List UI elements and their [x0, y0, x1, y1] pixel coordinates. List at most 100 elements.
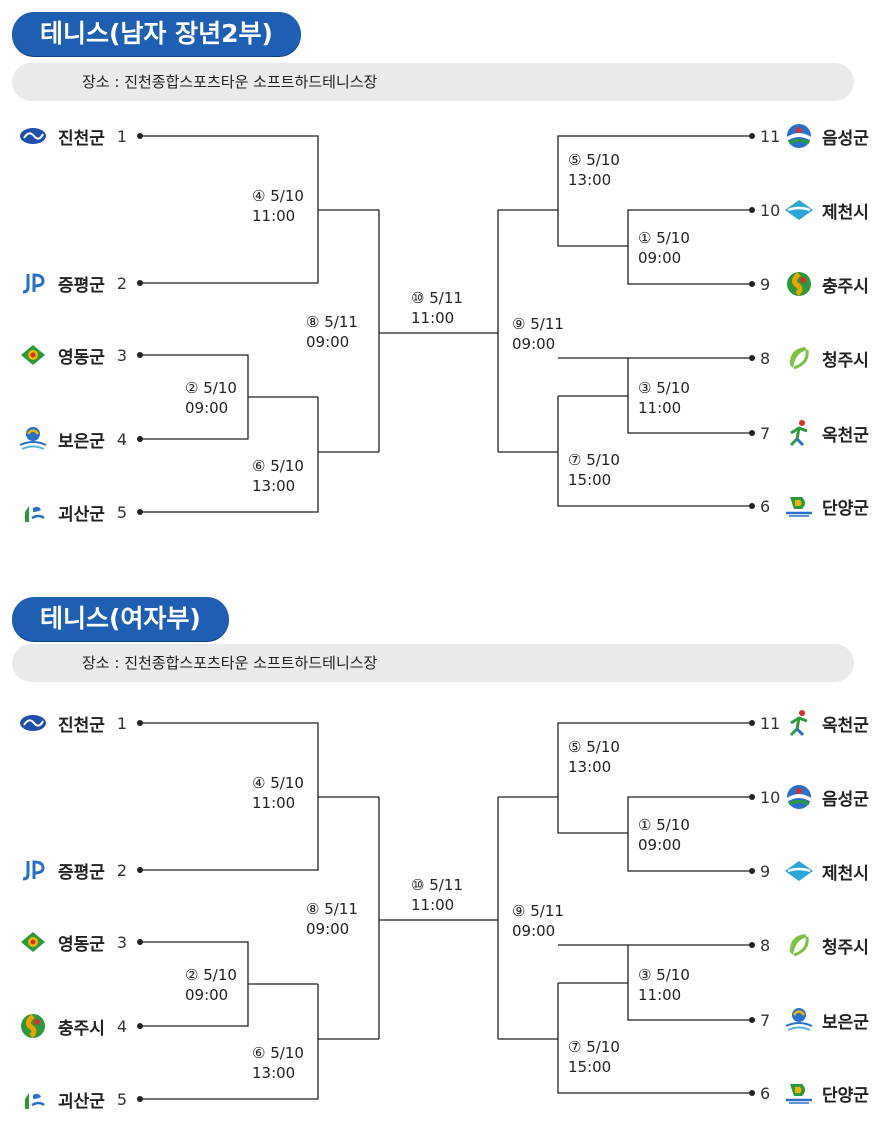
team-number: 1 [116, 713, 128, 733]
cheongju-emblem-icon [784, 932, 814, 958]
match-date: ⑤ 5/10 [568, 738, 620, 756]
team-entry: 10 음성군 [760, 782, 869, 812]
team-number: 3 [116, 932, 128, 952]
team-entry: 9 충주시 [760, 269, 869, 299]
team-entry: 괴산군 5 [18, 497, 127, 527]
chungju-emblem-icon [784, 271, 814, 297]
match-time: 13:00 [568, 758, 612, 776]
team-number: 11 [760, 126, 781, 146]
bracket-lines [137, 133, 755, 515]
team-name: 제천시 [822, 202, 869, 223]
jeungpyeong-emblem-icon [18, 272, 48, 294]
match-date: ① 5/10 [638, 816, 690, 834]
venue-text: 장소 : 진천종합스포츠타운 소프트하드테니스장 [82, 654, 378, 672]
team-number: 7 [760, 1010, 771, 1030]
match-date: ⑥ 5/10 [252, 457, 304, 475]
team-name: 청주시 [822, 937, 869, 958]
match-date: ⑨ 5/11 [512, 315, 564, 333]
bracket-lines [137, 720, 755, 1102]
jincheon-emblem-icon [18, 126, 48, 146]
team-name: 청주시 [822, 350, 869, 371]
team-name: 충주시 [822, 276, 869, 297]
team-number: 2 [116, 860, 128, 880]
venue-text: 장소 : 진천종합스포츠타운 소프트하드테니스장 [82, 73, 378, 91]
team-name: 괴산군 [58, 504, 105, 525]
danyang-emblem-icon [784, 494, 814, 518]
team-entry: 10 제천시 [760, 195, 869, 225]
eumseong-emblem-icon [784, 123, 814, 149]
match-time: 09:00 [185, 986, 229, 1004]
match-date: ⑦ 5/10 [568, 1038, 620, 1056]
team-entry: 8 청주시 [760, 930, 869, 960]
team-name: 음성군 [822, 789, 869, 810]
team-entry: 6 단양군 [760, 491, 869, 521]
team-name: 음성군 [822, 128, 869, 149]
match-time: 15:00 [568, 471, 612, 489]
team-entry: 영동군 3 [18, 340, 127, 370]
team-entry: 보은군 4 [18, 424, 127, 454]
danyang-emblem-icon [784, 1081, 814, 1105]
match-date: ⑨ 5/11 [512, 902, 564, 920]
match-date: ① 5/10 [638, 229, 690, 247]
team-name: 영동군 [58, 347, 105, 368]
jecheon-emblem-icon [784, 860, 814, 882]
jecheon-emblem-icon [784, 199, 814, 221]
match-date: ⑧ 5/11 [306, 900, 358, 918]
team-number: 8 [760, 348, 771, 368]
boeun-emblem-icon [784, 1006, 814, 1034]
team-number: 3 [116, 345, 128, 365]
team-name: 보은군 [58, 431, 105, 452]
team-name: 옥천군 [822, 715, 869, 736]
team-number: 6 [760, 496, 771, 516]
team-number: 8 [760, 935, 771, 955]
team-entry: 6 단양군 [760, 1078, 869, 1108]
match-label: ④ 5/10 11:00 [252, 773, 304, 813]
team-name: 옥천군 [822, 425, 869, 446]
team-name: 진천군 [58, 128, 105, 149]
jincheon-emblem-icon [18, 713, 48, 733]
team-entry: 8 청주시 [760, 343, 869, 373]
match-label: ⑧ 5/11 09:00 [306, 899, 358, 939]
team-number: 2 [116, 273, 128, 293]
team-entry: 증평군 2 [18, 855, 127, 885]
team-number: 10 [760, 200, 781, 220]
match-time: 09:00 [512, 922, 556, 940]
match-time: 11:00 [638, 399, 682, 417]
team-name: 증평군 [58, 862, 105, 883]
match-time: 09:00 [306, 920, 350, 938]
eumseong-emblem-icon [784, 784, 814, 810]
bracket-section-men: 테니스(남자 장년2부) 장소 : 진천종합스포츠타운 소프트하드테니스장 [0, 0, 892, 560]
match-label: ⑨ 5/11 09:00 [512, 901, 564, 941]
team-name: 진천군 [58, 715, 105, 736]
team-entry: 9 제천시 [760, 856, 869, 886]
match-date: ② 5/10 [185, 966, 237, 984]
match-time: 09:00 [185, 399, 229, 417]
match-date: ② 5/10 [185, 379, 237, 397]
team-number: 4 [116, 429, 128, 449]
yeongdong-emblem-icon [18, 931, 48, 953]
match-time: 11:00 [638, 986, 682, 1004]
team-number: 6 [760, 1083, 771, 1103]
match-date: ⑥ 5/10 [252, 1044, 304, 1062]
match-date: ⑩ 5/11 [411, 876, 463, 894]
match-label: ② 5/10 09:00 [185, 378, 237, 418]
bracket-section-women: 테니스(여자부) 장소 : 진천종합스포츠타운 소프트하드테니스장 [0, 587, 892, 1147]
team-name: 단양군 [822, 498, 869, 519]
team-entry: 괴산군 5 [18, 1084, 127, 1114]
match-date: ④ 5/10 [252, 774, 304, 792]
team-number: 7 [760, 423, 771, 443]
team-number: 4 [116, 1016, 128, 1036]
match-time: 11:00 [252, 794, 296, 812]
team-number: 11 [760, 713, 781, 733]
team-entry: 진천군 1 [18, 121, 127, 151]
